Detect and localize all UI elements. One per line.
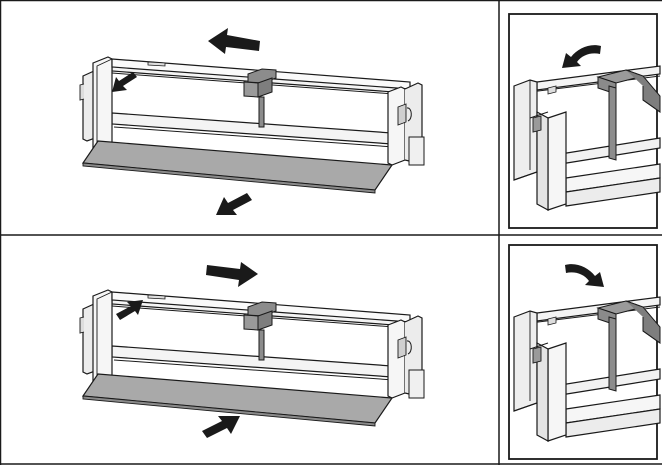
arrow-up-right-icon <box>202 416 240 438</box>
arrow-left-icon <box>208 28 260 54</box>
curved-arrow-right-icon <box>565 264 604 287</box>
bottom-detail-panel <box>513 264 661 442</box>
top-main-panel <box>79 28 425 215</box>
arrow-down-left-icon <box>112 72 137 92</box>
curved-arrow-left-icon <box>562 45 601 68</box>
arrow-up-right-icon <box>116 300 143 320</box>
bottom-main-panel <box>79 262 425 438</box>
arrow-right-icon <box>206 262 258 287</box>
top-detail-panel <box>513 45 661 211</box>
arrow-down-left-icon <box>216 193 252 215</box>
